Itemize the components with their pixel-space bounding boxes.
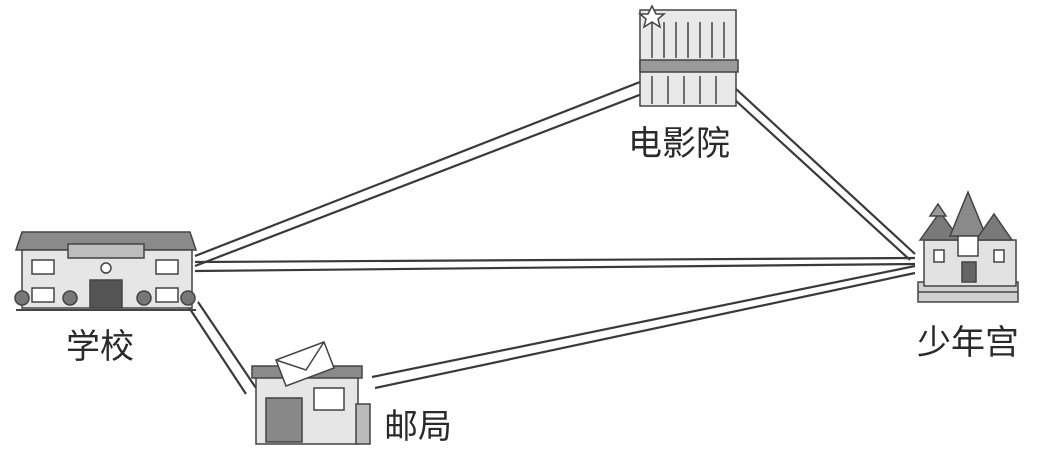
road-school-cinema	[194, 80, 643, 268]
road-post-palace	[371, 264, 916, 390]
post-office-building-icon	[251, 341, 371, 445]
road-school-palace	[194, 256, 916, 273]
road-cinema-palace	[734, 87, 916, 261]
school-label: 学校	[66, 327, 134, 367]
cinema-label: 电影院	[628, 124, 730, 164]
post-office-label: 邮局	[384, 407, 452, 447]
youth-palace-label: 少年宫	[917, 323, 1019, 363]
castle-building-icon	[917, 190, 1019, 303]
cinema-building-icon	[637, 4, 739, 107]
school-building-icon	[14, 231, 198, 311]
road-school-post	[187, 301, 257, 395]
